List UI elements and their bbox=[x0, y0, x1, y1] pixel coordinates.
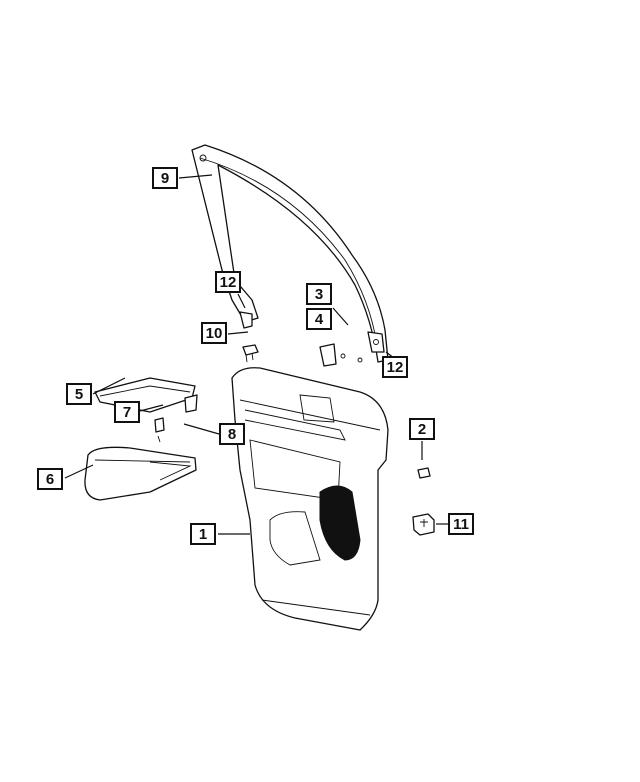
part-fastener-10 bbox=[242, 344, 259, 363]
callout-7: 7 bbox=[114, 401, 140, 423]
part-switch-11 bbox=[412, 513, 435, 536]
leader-lines bbox=[64, 174, 448, 535]
part-clip-right bbox=[367, 331, 385, 353]
part-end-cap bbox=[184, 394, 198, 413]
callout-9: 9 bbox=[152, 167, 178, 189]
callout-12: 12 bbox=[382, 356, 408, 378]
callout-10: 10 bbox=[201, 322, 227, 344]
part-insert-7 bbox=[154, 417, 165, 443]
part-bracket-3-4 bbox=[319, 343, 363, 367]
part-window-frame-molding bbox=[191, 144, 389, 363]
part-armrest bbox=[84, 446, 197, 501]
callout-2: 2 bbox=[409, 418, 435, 440]
callout-11: 11 bbox=[448, 513, 474, 535]
callout-1: 1 bbox=[190, 523, 216, 545]
callout-4: 4 bbox=[306, 308, 332, 330]
part-clip-upper-left bbox=[239, 311, 253, 329]
part-door-trim-panel bbox=[231, 367, 389, 631]
part-clip-2 bbox=[417, 467, 431, 479]
callout-8: 8 bbox=[219, 423, 245, 445]
callout-3: 3 bbox=[306, 283, 332, 305]
callout-5: 5 bbox=[66, 383, 92, 405]
part-upper-trim-pad bbox=[94, 377, 196, 413]
callout-12: 12 bbox=[215, 271, 241, 293]
callout-6: 6 bbox=[37, 468, 63, 490]
